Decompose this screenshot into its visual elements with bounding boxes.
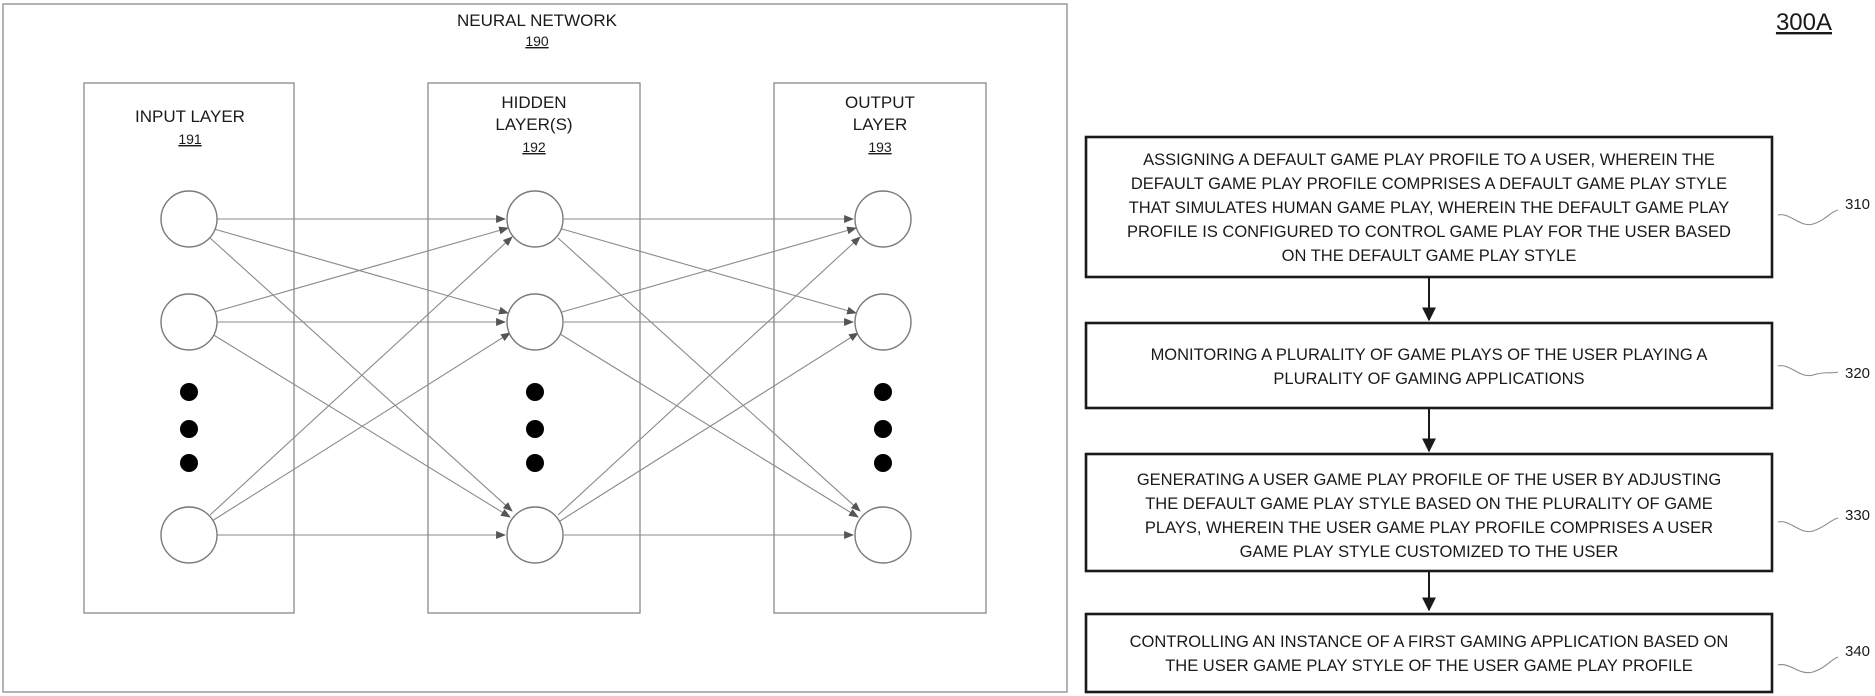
output-layer-label-line1: OUTPUT xyxy=(845,93,915,112)
connection-in1-h2 xyxy=(214,229,508,313)
output-ellipsis-dot xyxy=(874,383,892,401)
step-330-leader xyxy=(1778,518,1838,532)
output-ellipsis-dot xyxy=(874,454,892,472)
step-320-box xyxy=(1086,323,1772,408)
step-310-line: ON THE DEFAULT GAME PLAY STYLE xyxy=(1282,247,1577,265)
neural-network-number: 190 xyxy=(525,33,549,49)
step-330-ref: 330 xyxy=(1845,507,1870,524)
step-310-line: THAT SIMULATES HUMAN GAME PLAY, WHEREIN … xyxy=(1129,199,1730,217)
output-node-3 xyxy=(855,507,911,563)
step-330-line: THE DEFAULT GAME PLAY STYLE BASED ON THE… xyxy=(1145,495,1713,513)
step-340-leader xyxy=(1778,657,1838,673)
output-layer-number: 193 xyxy=(868,139,892,155)
figure-label: 300A xyxy=(1776,9,1832,36)
input-ellipsis-dot xyxy=(180,420,198,438)
input-node-3 xyxy=(161,507,217,563)
step-330-line: GAME PLAY STYLE CUSTOMIZED TO THE USER xyxy=(1240,543,1619,561)
input-node-1 xyxy=(161,191,217,247)
output-layer-label-line2: LAYER xyxy=(853,115,908,134)
hidden-node-2 xyxy=(507,294,563,350)
input-ellipsis-dot xyxy=(180,454,198,472)
hidden-layer-label-line2: LAYER(S) xyxy=(495,115,572,134)
step-320-line: PLURALITY OF GAMING APPLICATIONS xyxy=(1273,370,1584,388)
connection-h2-out1 xyxy=(562,228,856,312)
neural-network: NEURAL NETWORK 190 INPUT LAYER 191 HIDDE… xyxy=(3,4,1067,692)
step-310-ref: 310 xyxy=(1845,196,1870,213)
output-ellipsis-dot xyxy=(874,420,892,438)
step-340-box xyxy=(1086,614,1772,692)
hidden-ellipsis-dot xyxy=(526,454,544,472)
ellipsis-dots xyxy=(180,383,892,472)
step-310-leader xyxy=(1778,210,1838,225)
nodes xyxy=(161,191,911,563)
input-node-2 xyxy=(161,294,217,350)
step-310-line: DEFAULT GAME PLAY PROFILE COMPRISES A DE… xyxy=(1131,175,1727,193)
connection-in2-h1 xyxy=(214,228,508,312)
step-340-line: THE USER GAME PLAY STYLE OF THE USER GAM… xyxy=(1165,657,1693,675)
hidden-ellipsis-dot xyxy=(526,383,544,401)
output-node-2 xyxy=(855,294,911,350)
neural-network-title: NEURAL NETWORK xyxy=(457,11,618,30)
step-340-line: CONTROLLING AN INSTANCE OF A FIRST GAMIN… xyxy=(1130,633,1729,651)
step-320-leader xyxy=(1778,366,1838,376)
hidden-ellipsis-dot xyxy=(526,420,544,438)
step-320-ref: 320 xyxy=(1845,365,1870,382)
step-310-line: ASSIGNING A DEFAULT GAME PLAY PROFILE TO… xyxy=(1143,151,1715,169)
input-layer-number: 191 xyxy=(178,131,202,147)
step-320-line: MONITORING A PLURALITY OF GAME PLAYS OF … xyxy=(1151,346,1708,364)
step-330-line: GENERATING A USER GAME PLAY PROFILE OF T… xyxy=(1137,471,1721,489)
hidden-node-3 xyxy=(507,507,563,563)
input-ellipsis-dot xyxy=(180,383,198,401)
step-330-line: PLAYS, WHEREIN THE USER GAME PLAY PROFIL… xyxy=(1145,519,1713,537)
flowchart: ASSIGNING A DEFAULT GAME PLAY PROFILE TO… xyxy=(1086,137,1870,692)
output-node-1 xyxy=(855,191,911,247)
hidden-layer-number: 192 xyxy=(522,139,546,155)
hidden-node-1 xyxy=(507,191,563,247)
step-340-ref: 340 xyxy=(1845,643,1870,660)
input-layer-label: INPUT LAYER xyxy=(135,107,245,126)
step-310-line: PROFILE IS CONFIGURED TO CONTROL GAME PL… xyxy=(1127,223,1731,241)
hidden-layer-label-line1: HIDDEN xyxy=(501,93,566,112)
connection-h1-out2 xyxy=(562,229,856,313)
connections xyxy=(210,219,860,535)
